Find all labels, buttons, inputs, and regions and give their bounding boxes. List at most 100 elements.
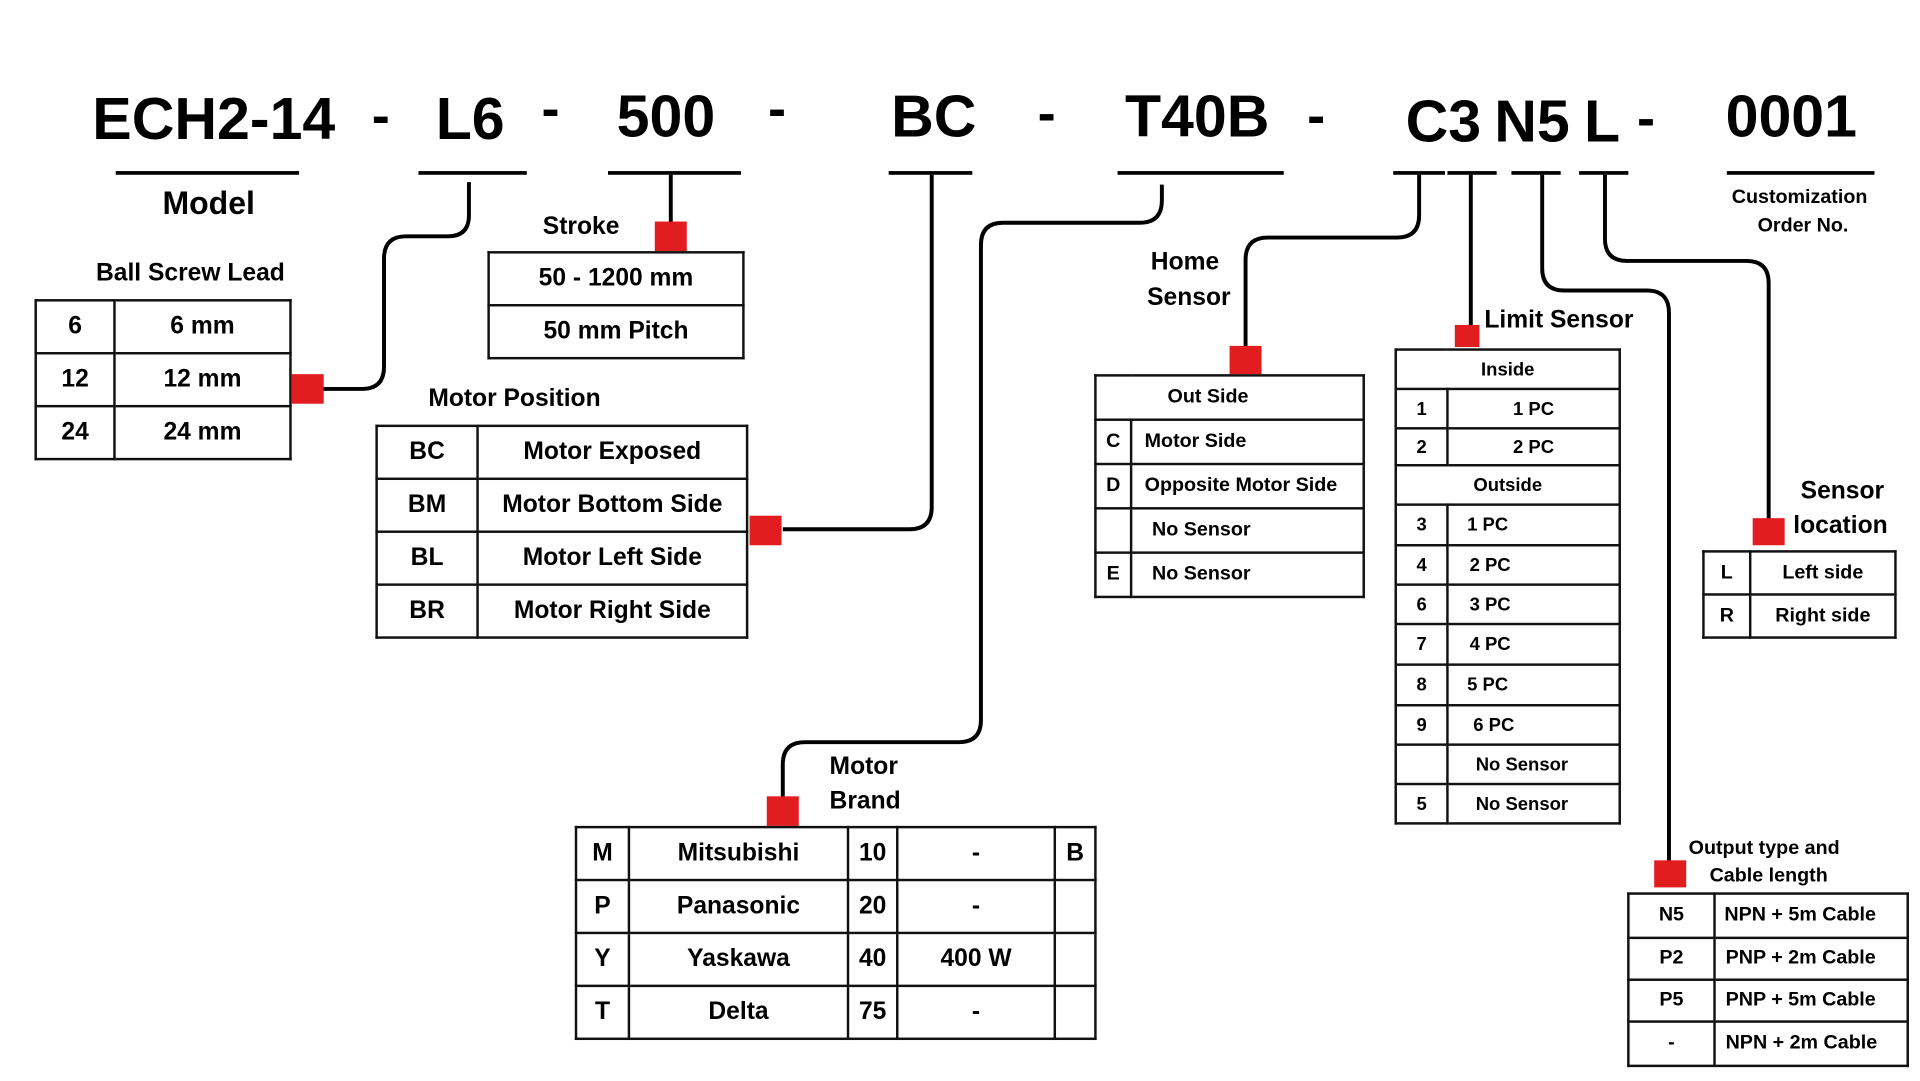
underline-motor-position <box>888 171 973 175</box>
brand-power: 400 W <box>896 931 1057 988</box>
brand-code: Y <box>574 931 631 988</box>
home-sensor-title-line1: Home <box>1150 248 1220 276</box>
table-row: M Mitsubishi 10 - B <box>574 825 1097 882</box>
output-value: PNP + 2m Cable <box>1713 936 1909 981</box>
sensor-location-title-line2: location <box>1793 512 1888 540</box>
table-row: P5 PNP + 5m Cable <box>1627 978 1909 1023</box>
brand-power: - <box>896 984 1057 1041</box>
output-value: NPN + 5m Cable <box>1713 892 1909 940</box>
table-row: 6 6 mm <box>34 299 292 355</box>
brand-code: P <box>574 878 631 935</box>
table-row: 50 mm Pitch <box>487 304 745 360</box>
connector-motor-brand <box>766 796 799 826</box>
home-sensor-table: Out Side C Motor Side D Opposite Motor S… <box>1094 374 1365 599</box>
sensor-location-table: L Left side R Right side <box>1702 550 1897 639</box>
underline-sensor-location <box>1579 171 1629 175</box>
underline-limit-sensor <box>1447 171 1497 175</box>
limit-sensor-table: Inside 1 1 PC 2 2 PC Outside 3 1 PC 4 2 … <box>1394 348 1621 825</box>
table-row: Y Yaskawa 40 400 W <box>574 931 1097 988</box>
lead-code: 6 <box>34 299 116 355</box>
table-row: Out Side <box>1094 374 1365 421</box>
home-sensor-value: Opposite Motor Side <box>1129 462 1365 510</box>
motor-position-title: Motor Position <box>428 385 601 413</box>
brand-size: 20 <box>846 878 899 935</box>
connector-sensor-location <box>1752 518 1785 546</box>
output-code: N5 <box>1627 892 1716 940</box>
code-lead: L6 <box>435 87 505 153</box>
limit-inside-header: Inside <box>1394 348 1621 391</box>
limit-sensor-title: Limit Sensor <box>1484 306 1634 334</box>
table-row: 8 5 PC <box>1394 663 1621 707</box>
home-sensor-code <box>1094 507 1133 554</box>
table-row: 24 24 mm <box>34 404 292 461</box>
table-row: C Motor Side <box>1094 418 1365 466</box>
limit-code: 3 <box>1394 503 1449 547</box>
table-row: BL Motor Left Side <box>375 530 749 586</box>
brand-size: 75 <box>846 984 899 1041</box>
separator: - <box>1307 86 1326 147</box>
code-sensor-location: L <box>1584 89 1621 156</box>
underline-stroke <box>608 171 741 175</box>
brand-size: 40 <box>846 931 899 988</box>
limit-code: 8 <box>1394 663 1449 707</box>
motor-brand-table: M Mitsubishi 10 - B P Panasonic 20 - Y Y… <box>574 825 1097 1041</box>
home-sensor-code: D <box>1094 462 1133 510</box>
motor-brand-title-line2: Brand <box>829 787 901 815</box>
brand-brake <box>1053 984 1097 1041</box>
limit-value: 2 PC <box>1446 544 1621 586</box>
underline-customization <box>1726 171 1875 175</box>
wire-motor-brand <box>780 184 1164 798</box>
underline-output-type <box>1511 171 1561 175</box>
wire-home-sensor <box>1243 174 1422 348</box>
limit-code <box>1394 743 1449 786</box>
limit-value: 6 PC <box>1446 704 1621 746</box>
table-row: P Panasonic 20 - <box>574 878 1097 935</box>
sensor-location-code: L <box>1702 550 1752 596</box>
table-row: 2 2 PC <box>1394 427 1621 467</box>
code-home-limit-sensor: C3 <box>1405 89 1482 156</box>
table-row: BC Motor Exposed <box>375 424 749 481</box>
lead-value: 24 mm <box>113 404 292 461</box>
stroke-table: 50 - 1200 mm 50 mm Pitch <box>487 251 745 360</box>
motor-brand-title-line1: Motor <box>829 753 898 781</box>
separator: - <box>541 78 560 140</box>
home-sensor-code: E <box>1094 551 1133 599</box>
limit-value: 5 PC <box>1446 663 1621 707</box>
home-sensor-code: C <box>1094 418 1133 466</box>
table-row: BM Motor Bottom Side <box>375 477 749 533</box>
motor-position-table: BC Motor Exposed BM Motor Bottom Side BL… <box>375 424 749 639</box>
table-row: 6 3 PC <box>1394 583 1621 626</box>
motor-position-code: BL <box>375 530 479 586</box>
lead-value: 12 mm <box>113 352 292 408</box>
sensor-location-value: Left side <box>1748 550 1897 596</box>
table-row: Inside <box>1394 348 1621 391</box>
table-row: T Delta 75 - <box>574 984 1097 1041</box>
table-row: 12 12 mm <box>34 352 292 408</box>
ball-screw-lead-title: Ball Screw Lead <box>96 259 285 287</box>
table-row: No Sensor <box>1394 743 1621 786</box>
table-row: 50 - 1200 mm <box>487 251 745 307</box>
output-code: - <box>1627 1020 1716 1068</box>
sensor-location-code: R <box>1702 593 1752 639</box>
code-model: ECH2-14 <box>92 87 336 153</box>
limit-value: 3 PC <box>1446 583 1621 626</box>
separator: - <box>1037 83 1056 145</box>
separator: - <box>768 78 787 140</box>
limit-value: 1 PC <box>1446 387 1621 430</box>
limit-code: 4 <box>1394 544 1449 586</box>
separator: - <box>371 86 390 147</box>
output-code: P2 <box>1627 936 1716 981</box>
home-sensor-value: No Sensor <box>1129 551 1365 599</box>
wire-output-type <box>1540 174 1671 862</box>
brand-name: Yaskawa <box>627 931 850 988</box>
table-row: 7 4 PC <box>1394 622 1621 666</box>
code-customization: 0001 <box>1725 84 1858 151</box>
model-label: Model <box>162 184 255 222</box>
limit-code: 7 <box>1394 622 1449 666</box>
customization-label-line2: Order No. <box>1757 215 1849 237</box>
stroke-range: 50 - 1200 mm <box>487 251 745 307</box>
limit-code: 2 <box>1394 427 1449 467</box>
connector-lead <box>291 374 324 404</box>
table-row: 5 No Sensor <box>1394 782 1621 825</box>
